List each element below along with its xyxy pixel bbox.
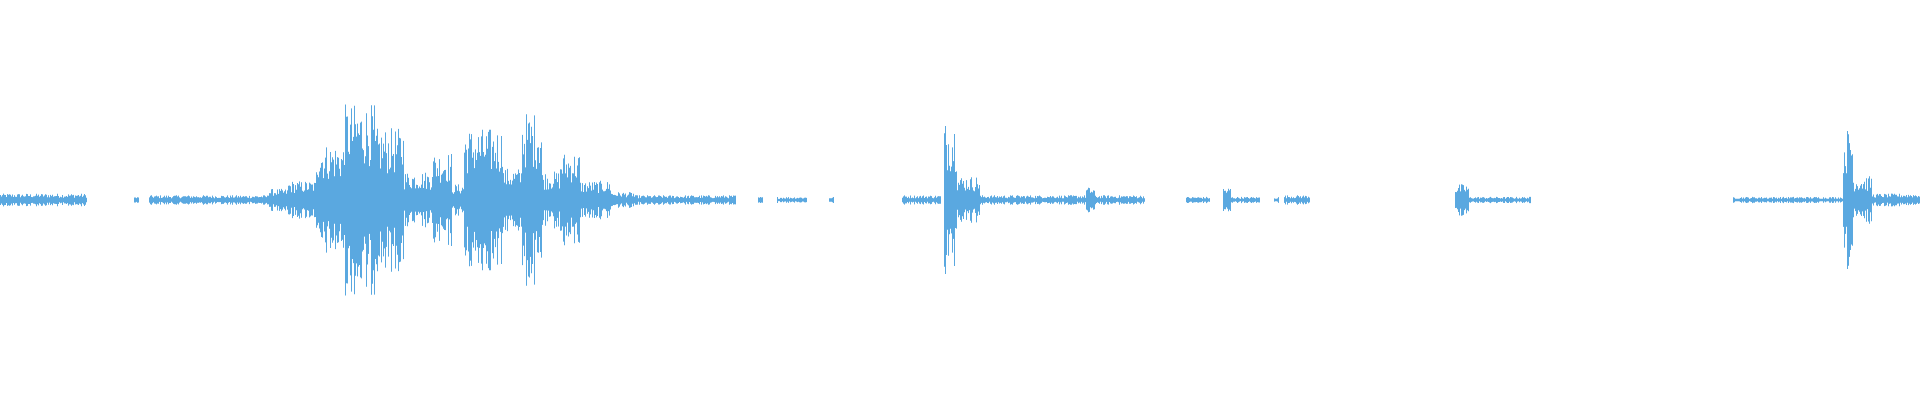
waveform-segment — [345, 104, 375, 296]
waveform-segment — [464, 129, 504, 271]
waveform-segment — [1455, 184, 1469, 216]
waveform-segment — [1274, 197, 1279, 203]
waveform-segment — [777, 197, 807, 203]
waveform-segment — [1843, 131, 1853, 269]
waveform-segment — [541, 171, 561, 229]
waveform-segment — [1086, 187, 1095, 213]
waveform-segment — [610, 192, 634, 208]
waveform-segment — [560, 154, 580, 246]
waveform-segment — [403, 172, 432, 228]
waveform-segment — [0, 193, 87, 207]
waveform-segment — [1230, 196, 1260, 204]
waveform-segment — [1852, 176, 1872, 224]
waveform-segment — [503, 168, 523, 232]
waveform-segment — [316, 147, 346, 253]
waveform-segment — [451, 184, 465, 216]
waveform-segment — [374, 128, 404, 272]
waveform-segment — [829, 197, 834, 203]
waveform-segment — [633, 195, 736, 205]
waveform-segment — [902, 195, 941, 205]
waveform-segment — [1733, 196, 1844, 204]
waveform-segment — [1186, 196, 1210, 204]
waveform-segment — [758, 197, 763, 203]
waveform-segment — [1872, 193, 1920, 207]
waveform-segment — [149, 195, 269, 205]
waveform-segment — [522, 114, 542, 286]
waveform-segment — [1468, 196, 1531, 204]
waveform-segment — [1094, 195, 1145, 205]
waveform-segment — [1284, 195, 1310, 205]
waveform-segment — [134, 197, 139, 203]
waveform-segment — [1223, 188, 1231, 212]
waveform-segment — [432, 154, 452, 246]
waveform-segment — [288, 181, 317, 219]
waveform-segment — [268, 188, 288, 212]
waveform-segment — [979, 195, 1087, 205]
waveform-segment — [579, 180, 611, 220]
waveform-segment — [956, 177, 980, 223]
waveform-segment — [944, 126, 957, 274]
